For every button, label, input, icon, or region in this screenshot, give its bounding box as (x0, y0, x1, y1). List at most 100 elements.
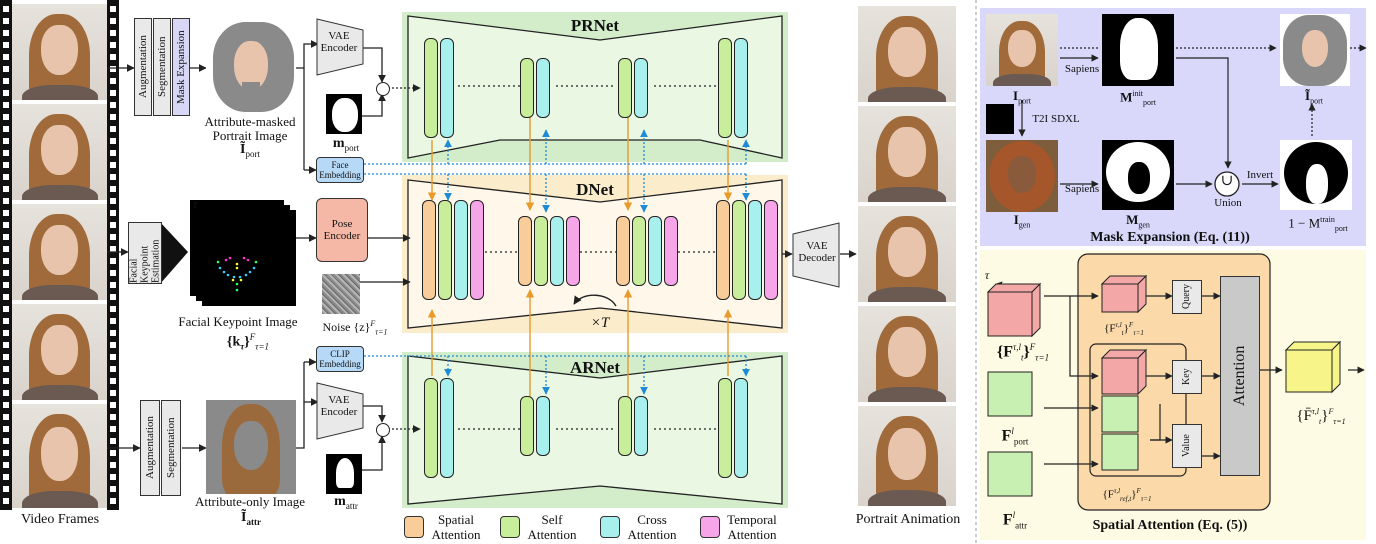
film-hole (110, 258, 116, 264)
film-hole (110, 198, 116, 204)
noise-image (322, 274, 360, 314)
i-attr-label: Ĩattr (241, 510, 261, 527)
m-port-mask (326, 94, 362, 134)
attention-box: Attention (1220, 276, 1260, 476)
arnet-self-attention (520, 396, 534, 456)
dnet-temporal-attention (764, 200, 778, 300)
film-hole (3, 126, 9, 132)
film-hole (3, 306, 9, 312)
small-ft-label: {Fτ,lt}Fτ=1 (1104, 321, 1144, 337)
film-hole (3, 414, 9, 420)
film-hole (110, 90, 116, 96)
concat-circle-bottom (376, 423, 390, 437)
prnet-self-attention (424, 38, 438, 138)
film-hole (3, 258, 9, 264)
m-attr-mask (326, 454, 362, 494)
arnet-self-attention (618, 396, 632, 456)
film-hole (110, 390, 116, 396)
legend-swatch (600, 516, 620, 538)
film-hole (110, 474, 116, 480)
film-hole (3, 390, 9, 396)
film-hole (110, 282, 116, 288)
dnet-temporal-attention (470, 200, 484, 300)
tau-label-right: τ (984, 268, 990, 282)
keypoint-set-label: {kτ}Fτ=1 (226, 332, 270, 352)
animation-frame-4 (858, 306, 956, 402)
vae-encoder-bottom (316, 382, 364, 440)
mask-i-port-image (986, 14, 1058, 86)
f-attr-label: Flattr (1002, 510, 1028, 531)
i-gen-image (986, 140, 1058, 212)
film-hole (110, 426, 116, 432)
film-hole (3, 402, 9, 408)
film-hole (110, 438, 116, 444)
film-hole (110, 246, 116, 252)
film-hole (110, 462, 116, 468)
vae-decoder (792, 222, 840, 288)
film-hole (3, 222, 9, 228)
arnet-unet-shape (407, 355, 783, 505)
segmentation-box-2: Segmentation (161, 400, 181, 496)
query-box: Query (1172, 280, 1202, 314)
dnet-cross-attention (648, 216, 662, 286)
keypoint-arrow (160, 222, 188, 284)
animation-frame-2 (858, 106, 956, 202)
film-hole (3, 18, 9, 24)
dnet-self-attention (732, 200, 746, 300)
dnet-spatial-attention (616, 216, 630, 286)
facial-keypoint-estimation-box: Facial Keypoint Estimation (128, 222, 162, 284)
attribute-masked-label-1: Attribute-masked (204, 114, 296, 129)
prnet-self-attention (520, 58, 534, 118)
film-hole (110, 42, 116, 48)
segmentation-box: Segmentation (153, 18, 171, 116)
film-hole (110, 126, 116, 132)
dnet-spatial-attention (716, 200, 730, 300)
portrait-animation-label: Portrait Animation (855, 512, 961, 527)
legend-label-line2: Attention (627, 527, 677, 542)
film-strip-left (0, 0, 12, 510)
film-hole (3, 78, 9, 84)
film-hole (110, 114, 116, 120)
legend-swatch (404, 516, 424, 538)
pose-encoder-box: Pose Encoder (316, 198, 368, 262)
film-hole (110, 330, 116, 336)
sapiens-label-2: Sapiens (1064, 183, 1100, 195)
film-hole (110, 150, 116, 156)
film-hole (110, 102, 116, 108)
arnet-cross-attention (536, 396, 550, 456)
film-hole (110, 54, 116, 60)
legend-label-line1: Temporal (727, 512, 777, 527)
film-hole (110, 222, 116, 228)
animation-frame-3 (858, 206, 956, 302)
film-hole (3, 54, 9, 60)
video-frame-3 (12, 204, 107, 300)
keypoint-dots (216, 256, 258, 292)
dnet-cross-attention (748, 200, 762, 300)
small-cube-ft (1100, 274, 1148, 314)
attribute-only-image (206, 400, 296, 494)
film-hole (3, 102, 9, 108)
one-minus-m-mask (1280, 140, 1352, 210)
film-hole (3, 282, 9, 288)
key-box: Key (1172, 360, 1202, 394)
film-hole (3, 162, 9, 168)
mask-expansion-title: Mask Expansion (Eq. (11)) (1090, 230, 1250, 245)
film-hole (110, 66, 116, 72)
legend-label-line2: Attention (727, 527, 777, 542)
arnet-cross-attention (634, 396, 648, 456)
attribute-only-label: Attribute-only Image (194, 494, 306, 509)
film-hole (3, 6, 9, 12)
augmentation-box: Augmentation (134, 18, 152, 116)
dnet-temporal-attention (664, 216, 678, 286)
tau-label-left: τ (192, 196, 198, 211)
dnet-spatial-attention (518, 216, 532, 286)
noise-label: Noise {z}Fτ=1 (322, 319, 388, 337)
film-hole (110, 30, 116, 36)
vae-decoder-label: VAE Decoder (798, 240, 836, 264)
keypoint-image (190, 200, 284, 296)
attribute-masked-label-2: Portrait Image (212, 128, 288, 143)
m-init-mask (1102, 14, 1174, 86)
value-box: Value (1172, 424, 1202, 468)
